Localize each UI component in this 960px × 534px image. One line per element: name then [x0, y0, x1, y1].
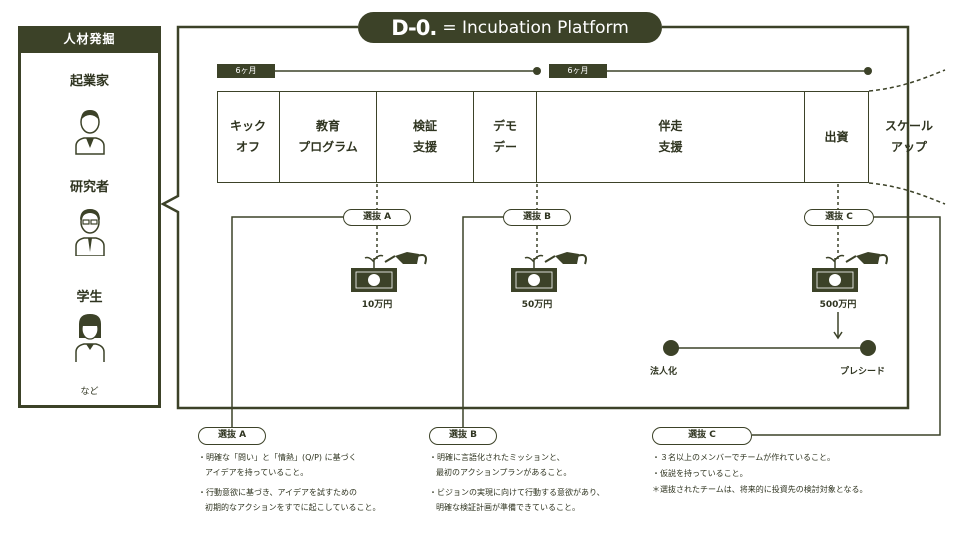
platform-title-text: = Incubation Platform: [442, 17, 629, 38]
person-label-student: 学生: [76, 290, 103, 305]
student-icon: [75, 314, 105, 362]
person-label-researcher: 研究者: [69, 180, 109, 195]
stage-education-program: 教育プログラム: [280, 91, 377, 183]
stage-investment: 出資: [805, 91, 869, 183]
selection-a-badge: 選抜 A: [343, 209, 411, 226]
selection-c-badge: 選抜 C: [804, 209, 874, 226]
person-label-entrepreneur: 起業家: [69, 74, 109, 89]
selection-b-badge: 選抜 B: [503, 209, 571, 226]
duration-tag-2: 6ヶ月: [549, 64, 607, 78]
preseed-label: プレシード: [840, 367, 886, 377]
stage-scale-up: スケールアップ: [884, 119, 933, 154]
criteria-b-item-2: ・ビジョンの実現に向けて行動する意欲があり、 明確な検証計画が準備できていること…: [429, 488, 605, 512]
stage-accompany-support: 伴走支援: [537, 91, 805, 183]
platform-title: D-0. = Incubation Platform: [358, 12, 662, 43]
criteria-c-list: ・３名以上のメンバーでチームが作れていること。 ・仮説を持っていること。 ＊選抜…: [652, 450, 912, 498]
stage-kickoff: キックオフ: [217, 91, 280, 183]
incorporation-label: 法人化: [650, 367, 678, 377]
funding-b-icon: [511, 252, 587, 292]
criteria-c-badge: 選抜 C: [652, 427, 752, 445]
funding-b-amount: 50万円: [521, 300, 553, 310]
criteria-b-list: ・明確に言語化されたミッションと、 最初のアクションプランがあること。 ・ビジョ…: [429, 450, 639, 520]
entrepreneur-icon: [75, 110, 105, 155]
funding-a-icon: [351, 252, 427, 292]
criteria-a-item-1: ・明確な「問い」と「情熱」(Q/P) に基づく アイデアを持っていること。: [198, 453, 357, 477]
stage-validation-support: 検証支援: [377, 91, 474, 183]
researcher-icon: [75, 209, 105, 256]
criteria-b-badge: 選抜 B: [429, 427, 497, 445]
funding-c-amount: 500万円: [819, 300, 857, 310]
criteria-a-list: ・明確な「問い」と「情熱」(Q/P) に基づく アイデアを持っていること。 ・行…: [198, 450, 418, 520]
criteria-b-item-1: ・明確に言語化されたミッションと、 最初のアクションプランがあること。: [429, 453, 572, 477]
stage-table: [217, 91, 869, 183]
criteria-a-badge: 選抜 A: [198, 427, 266, 445]
stage-demo-day: デモデー: [474, 91, 537, 183]
talent-header: 人材発掘: [18, 26, 161, 53]
duration-tag-1: 6ヶ月: [217, 64, 275, 78]
funding-a-amount: 10万円: [361, 300, 393, 310]
etc-label: など: [80, 387, 99, 397]
platform-logo: D-0.: [391, 15, 437, 40]
funding-c-icon: [812, 252, 888, 292]
criteria-c-note: ＊選抜されたチームは、将来的に投資先の検討対象となる。: [652, 485, 868, 494]
criteria-c-item-1: ・３名以上のメンバーでチームが作れていること。: [652, 453, 836, 462]
criteria-a-item-2: ・行動意欲に基づき、アイデアを試すための 初期的なアクションをすでに起こしている…: [198, 488, 381, 512]
criteria-c-item-2: ・仮説を持っていること。: [652, 469, 748, 478]
